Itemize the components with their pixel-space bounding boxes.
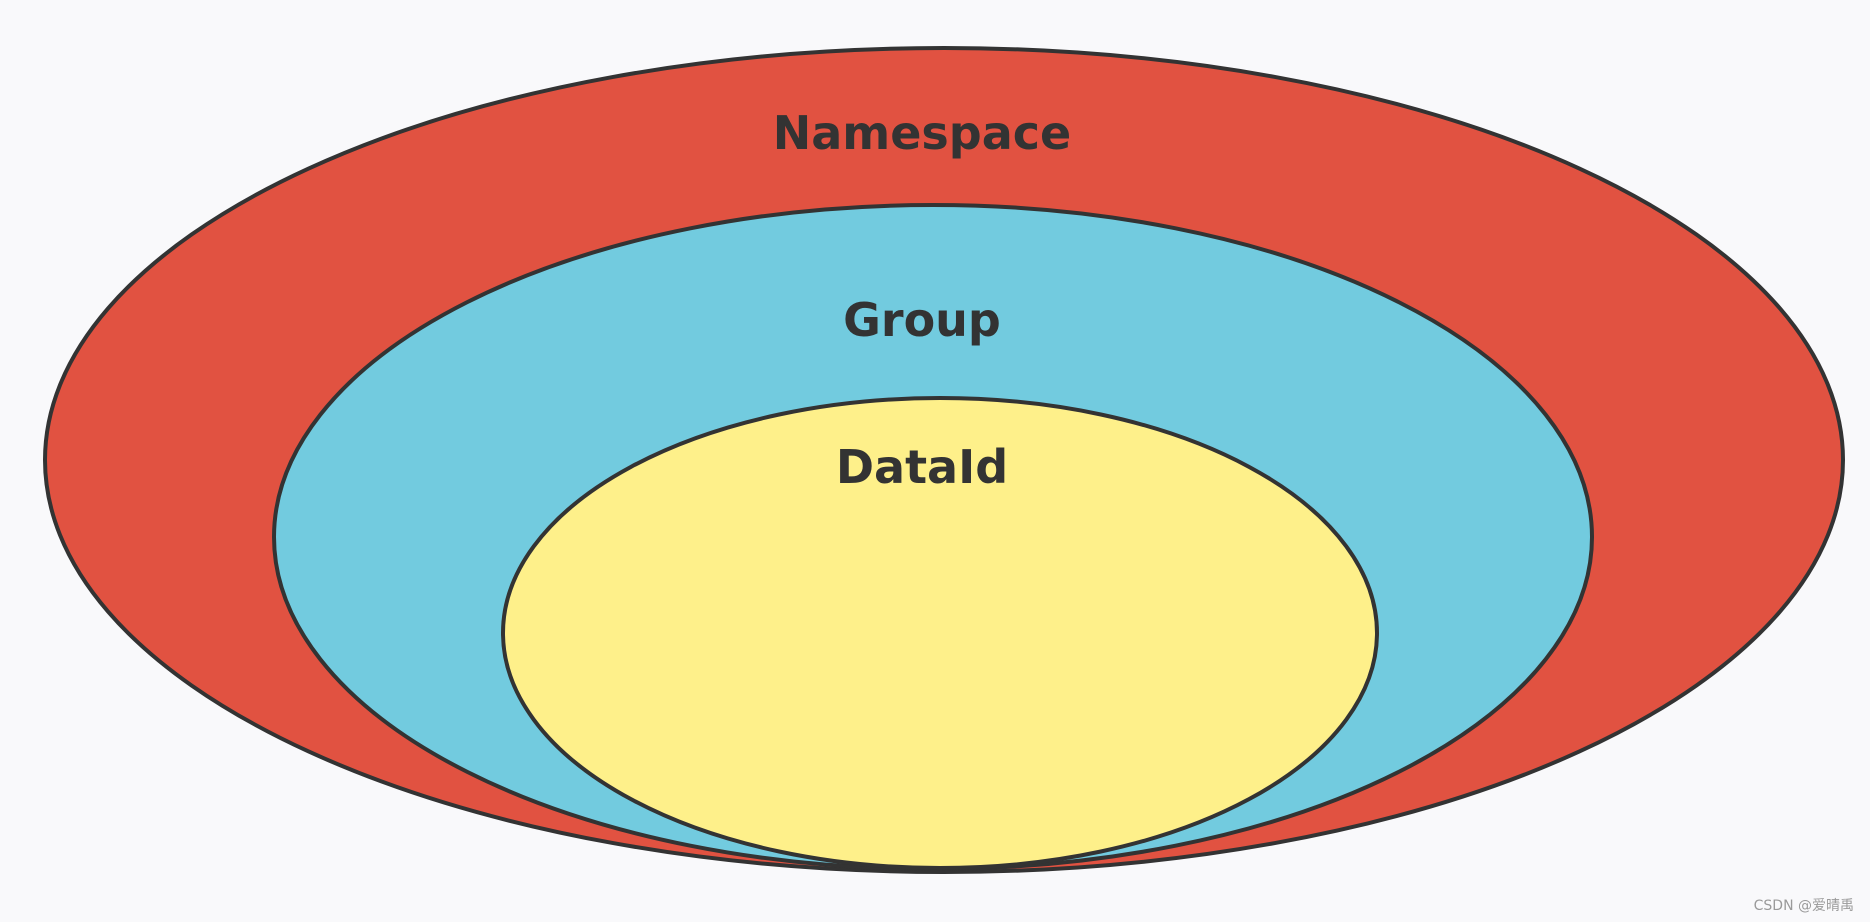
dataid-label: DataId bbox=[836, 440, 1008, 494]
dataid-ellipse bbox=[501, 396, 1379, 870]
namespace-label: Namespace bbox=[773, 106, 1071, 160]
watermark-text: CSDN @爱晴禹 bbox=[1753, 898, 1854, 914]
group-label: Group bbox=[843, 293, 1001, 347]
